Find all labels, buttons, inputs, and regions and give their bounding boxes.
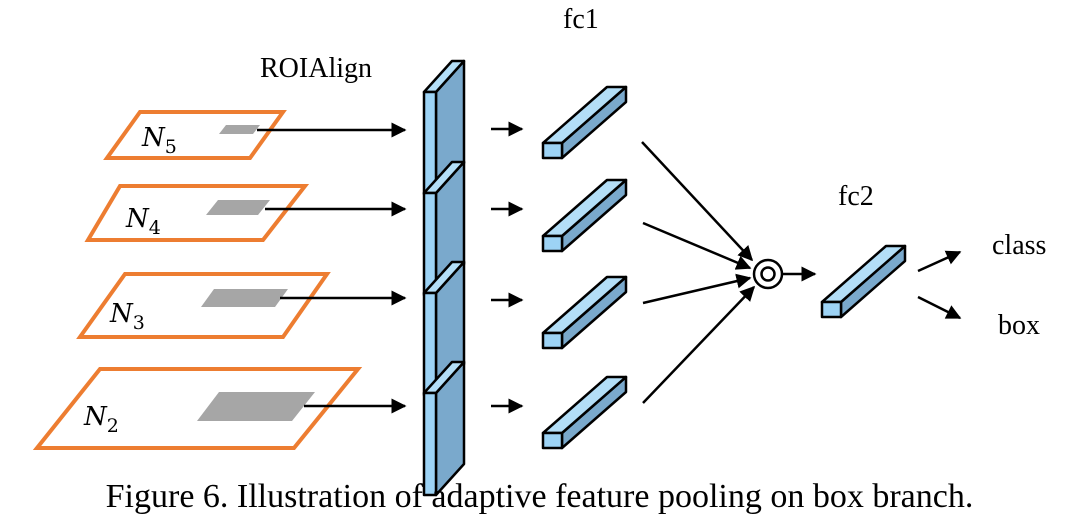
arrow-fc1-to-fusion bbox=[642, 221, 752, 270]
roi-region bbox=[206, 200, 270, 215]
block-front-face bbox=[422, 191, 438, 297]
roi-region bbox=[197, 392, 315, 421]
arrow-to-class bbox=[917, 250, 962, 273]
plane-outline bbox=[103, 110, 287, 160]
block-front-face bbox=[422, 90, 438, 196]
arrow-to-box bbox=[917, 295, 962, 320]
roi-region bbox=[201, 289, 288, 307]
fc1-vector-block bbox=[541, 375, 628, 450]
fusion-operator-icon bbox=[752, 258, 784, 290]
fc1-label: fc1 bbox=[563, 4, 599, 35]
plane-outline bbox=[32, 367, 363, 450]
fc1-vector-block bbox=[541, 85, 628, 160]
fc1-vector-block bbox=[541, 275, 628, 350]
bar-front-face bbox=[541, 234, 564, 253]
fc2-label: fc2 bbox=[838, 181, 874, 212]
fc2-vector-block bbox=[820, 244, 907, 319]
bar-front-face bbox=[820, 300, 843, 319]
feature-plane-n4: N4 bbox=[84, 184, 310, 242]
arrow-fc1-to-fusion bbox=[642, 285, 756, 404]
class-output-label: class bbox=[992, 230, 1046, 261]
level-label: N3 bbox=[109, 299, 145, 334]
roi-region bbox=[219, 125, 260, 134]
box-output-label: box bbox=[998, 310, 1040, 341]
level-label: N5 bbox=[141, 123, 177, 158]
feature-plane-n5: N5 bbox=[103, 110, 287, 160]
arrow-fc1-to-fusion bbox=[642, 273, 752, 305]
level-label: N2 bbox=[83, 402, 119, 437]
figure-caption: Figure 6. Illustration of adaptive featu… bbox=[105, 478, 974, 515]
arrow-fc1-to-fusion bbox=[641, 141, 754, 262]
fc1-vector-block bbox=[541, 178, 628, 253]
roialign-feature-block bbox=[422, 360, 466, 497]
feature-plane-n3: N3 bbox=[76, 272, 331, 339]
block-front-face bbox=[422, 291, 438, 397]
feature-plane-n2: N2 bbox=[32, 367, 363, 450]
bar-front-face bbox=[541, 431, 564, 450]
block-front-face bbox=[422, 391, 438, 497]
roialign-label: ROIAlign bbox=[260, 53, 372, 84]
bar-front-face bbox=[541, 141, 564, 160]
level-label: N4 bbox=[125, 204, 161, 239]
plane-outline bbox=[84, 184, 310, 242]
bar-front-face bbox=[541, 331, 564, 350]
